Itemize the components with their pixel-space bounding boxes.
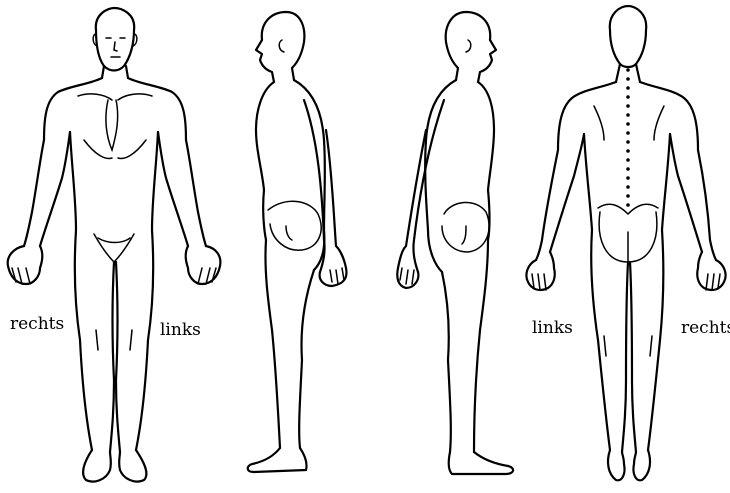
spine-dot <box>626 167 630 171</box>
figure-front-view <box>8 8 221 482</box>
spine-dot <box>626 122 630 126</box>
spine-dot <box>626 104 630 108</box>
figure-side-view-right <box>248 12 347 472</box>
spine-dotted-line <box>626 68 630 207</box>
spine-dot <box>626 140 630 144</box>
label-back-left: links <box>532 320 573 337</box>
spine-dot <box>626 68 630 72</box>
spine-dot <box>626 176 630 180</box>
spine-dot <box>626 158 630 162</box>
spine-dot <box>626 194 630 198</box>
spine-dot <box>626 131 630 135</box>
label-front-left: links <box>160 322 201 339</box>
spine-dot <box>626 185 630 189</box>
spine-dot <box>626 95 630 99</box>
figure-side-view-left <box>397 12 513 474</box>
spine-dot <box>626 149 630 153</box>
label-front-right: rechts <box>10 316 64 333</box>
label-back-right: rechts <box>681 320 730 337</box>
spine-dot <box>626 113 630 117</box>
spine-dot <box>626 86 630 90</box>
spine-dot <box>626 77 630 81</box>
figure-back-view <box>526 6 725 480</box>
spine-dot <box>626 203 630 207</box>
